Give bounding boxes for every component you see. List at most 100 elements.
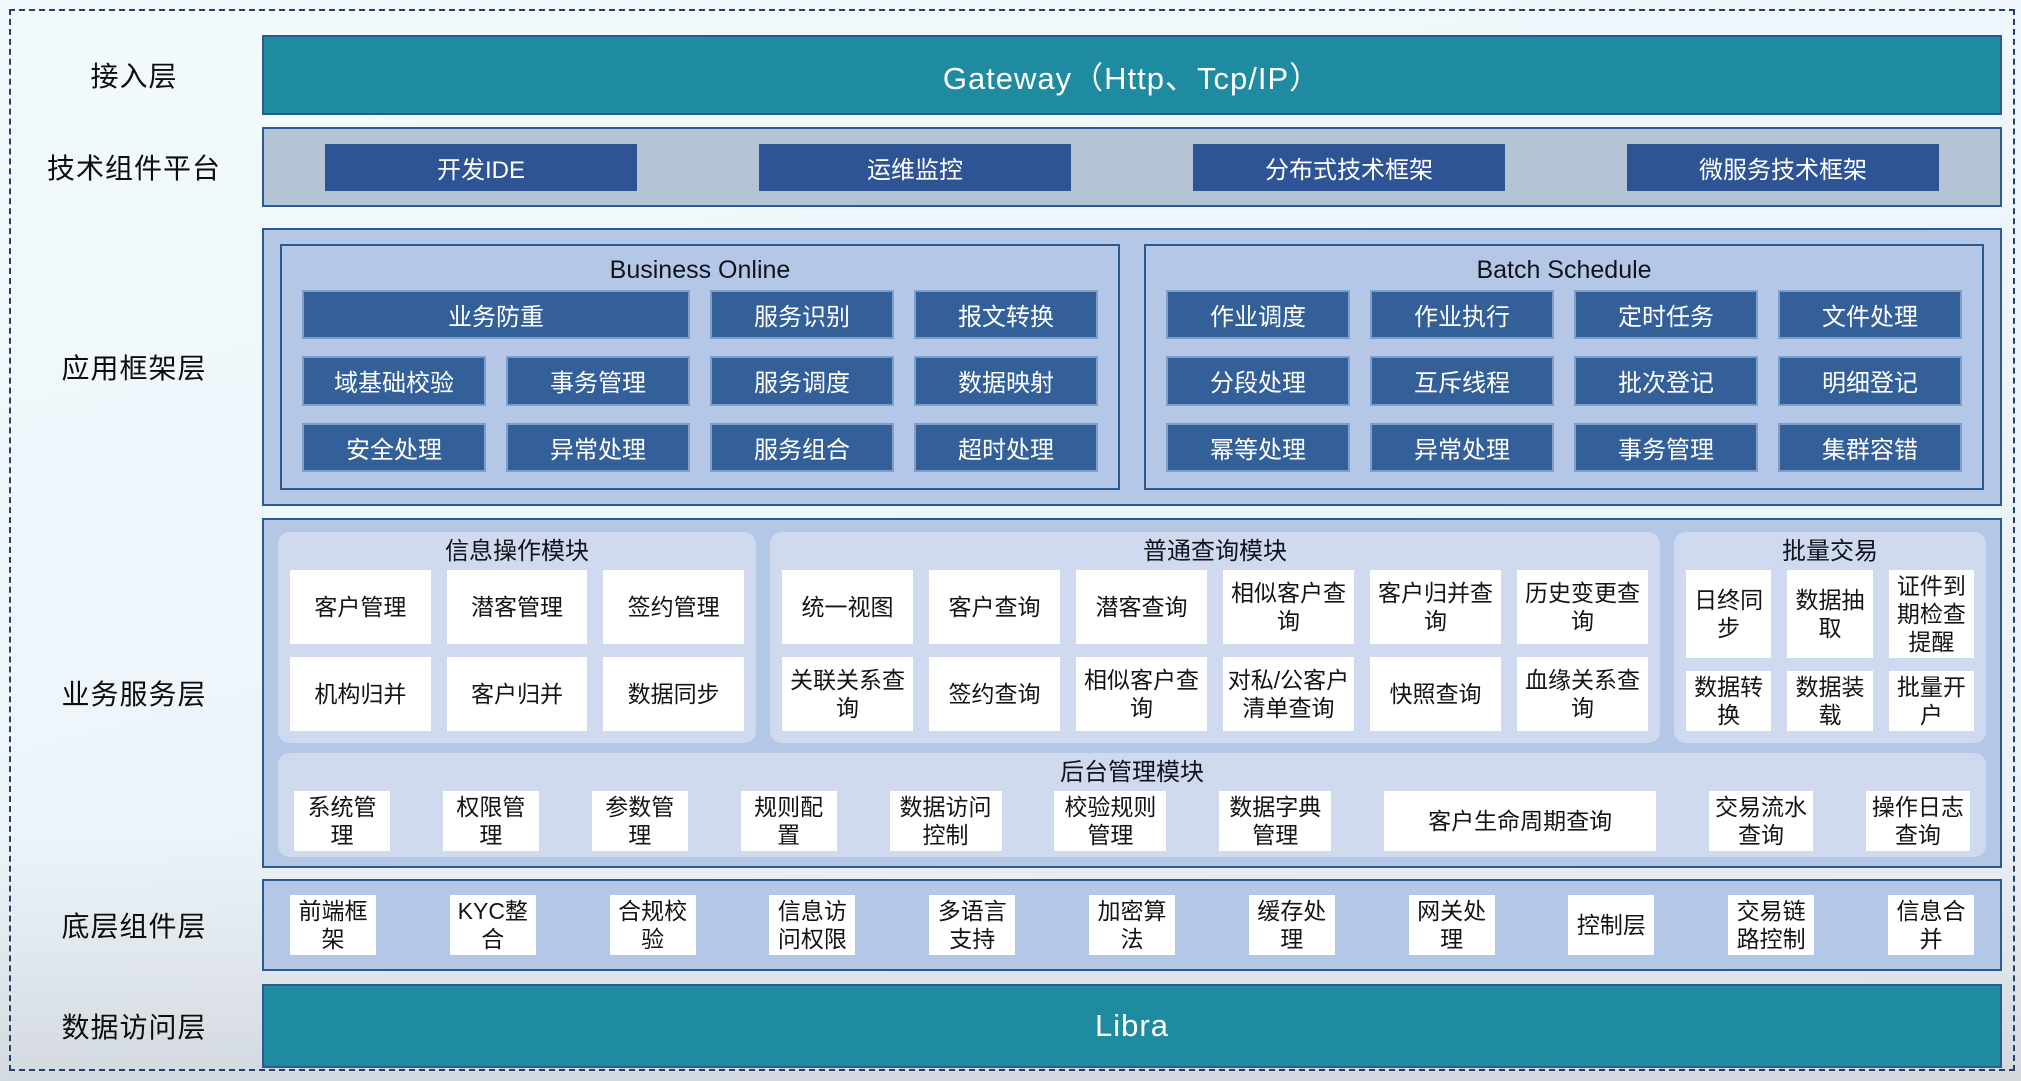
service-box: 签约查询 [929, 657, 1060, 732]
admin-module: 后台管理模块 系统管理 权限管理 参数管理 规则配置 数据访问控制 校验规则管理… [278, 753, 1986, 858]
admin-module-title: 后台管理模块 [1060, 759, 1204, 787]
admin-box: 参数管理 [591, 791, 688, 852]
service-box: 证件到期检查提醒 [1888, 570, 1974, 659]
layer-label-data: 数据访问层 [61, 1012, 207, 1043]
tech-platform-band: 开发IDE 运维监控 分布式技术框架 微服务技术框架 [262, 127, 2002, 207]
service-box: 相似客户查询 [1076, 657, 1207, 732]
service-box: 客户管理 [290, 570, 431, 645]
batch-trade-module: 批量交易 日终同步 数据抽取 证件到期检查提醒 数据转换 数据装载 批量开户 [1674, 532, 1986, 744]
service-box: 客户归并查询 [1370, 570, 1501, 645]
service-box: 潜客查询 [1076, 570, 1207, 645]
framework-box: 事务管理 [1574, 422, 1758, 472]
common-query-title: 普通查询模块 [1143, 538, 1287, 565]
base-box: 信息合并 [1887, 894, 1974, 956]
service-box: 相似客户查询 [1223, 570, 1354, 645]
framework-box: 异常处理 [506, 422, 690, 472]
service-box: 签约管理 [603, 570, 744, 645]
base-box: 合规校验 [609, 894, 696, 956]
info-operation-module: 信息操作模块 客户管理 潜客管理 签约管理 机构归并 客户归并 数据同步 [278, 532, 756, 744]
service-box: 批量开户 [1888, 671, 1974, 732]
admin-box: 系统管理 [294, 791, 390, 852]
framework-box: 批次登记 [1574, 356, 1758, 406]
service-modules-row: 信息操作模块 客户管理 潜客管理 签约管理 机构归并 客户归并 数据同步 普通查… [278, 532, 1986, 744]
admin-box: 客户生命周期查询 [1384, 791, 1657, 852]
base-box: 交易链路控制 [1728, 894, 1815, 956]
framework-box: 安全处理 [302, 422, 486, 472]
service-box: 历史变更查询 [1517, 570, 1648, 645]
info-operation-title: 信息操作模块 [445, 538, 589, 565]
layer-label-tech: 技术组件平台 [46, 153, 221, 184]
admin-items-row: 系统管理 权限管理 参数管理 规则配置 数据访问控制 校验规则管理 数据字典管理… [290, 791, 1974, 852]
dashed-border [9, 9, 2015, 1071]
business-online-grid: 业务防重 服务识别 报文转换 域基础校验 事务管理 服务调度 数据映射 安全处理… [302, 290, 1098, 472]
admin-box: 权限管理 [442, 791, 539, 852]
business-service-band: 信息操作模块 客户管理 潜客管理 签约管理 机构归并 客户归并 数据同步 普通查… [262, 518, 2002, 868]
service-box: 数据抽取 [1787, 570, 1873, 659]
framework-box: 定时任务 [1574, 290, 1758, 340]
base-box: KYC整合 [449, 894, 536, 956]
framework-box: 数据映射 [914, 356, 1098, 406]
framework-box: 明细登记 [1778, 356, 1962, 406]
base-component-band: 前端框架 KYC整合 合规校验 信息访问权限 多语言支持 加密算法 缓存处理 网… [262, 879, 2002, 971]
app-framework-band: Business Online 业务防重 服务识别 报文转换 域基础校验 事务管… [262, 228, 2002, 506]
framework-box: 作业调度 [1166, 290, 1350, 340]
libra-bar: Libra [262, 984, 2002, 1068]
layer-label-business: 业务服务层 [61, 679, 207, 710]
service-box: 日终同步 [1686, 570, 1772, 659]
framework-box: 服务调度 [710, 356, 894, 406]
business-online-group: Business Online 业务防重 服务识别 报文转换 域基础校验 事务管… [280, 244, 1120, 490]
framework-box: 业务防重 [302, 290, 690, 340]
batch-trade-title: 批量交易 [1782, 538, 1878, 565]
business-online-title: Business Online [609, 256, 791, 284]
service-box: 关联关系查询 [782, 657, 913, 732]
base-box: 信息访问权限 [769, 894, 856, 956]
service-box: 数据装载 [1787, 671, 1873, 732]
admin-box: 校验规则管理 [1054, 791, 1167, 852]
base-box: 控制层 [1568, 895, 1655, 955]
framework-box: 分段处理 [1166, 356, 1350, 406]
base-box: 缓存处理 [1248, 894, 1335, 956]
base-box: 加密算法 [1088, 894, 1175, 956]
layer-label-base: 底层组件层 [61, 911, 207, 942]
common-query-grid: 统一视图 客户查询 潜客查询 相似客户查询 客户归并查询 历史变更查询 关联关系… [782, 570, 1648, 732]
tech-item-microservice: 微服务技术框架 [1627, 143, 1939, 191]
service-box: 潜客管理 [446, 570, 588, 645]
admin-box: 规则配置 [740, 791, 837, 852]
service-box: 对私/公客户清单查询 [1223, 657, 1354, 732]
tech-item-ide: 开发IDE [325, 143, 637, 191]
tech-item-ops-monitor: 运维监控 [759, 143, 1071, 191]
admin-box: 操作日志查询 [1865, 791, 1970, 852]
framework-box: 域基础校验 [302, 356, 486, 406]
base-box: 前端框架 [290, 894, 376, 956]
service-box: 血缘关系查询 [1517, 657, 1648, 732]
framework-box: 报文转换 [914, 290, 1098, 340]
tech-item-distributed: 分布式技术框架 [1193, 143, 1505, 191]
admin-box: 数据字典管理 [1219, 791, 1332, 852]
gateway-bar: Gateway（Http、Tcp/IP） [262, 35, 2002, 115]
common-query-module: 普通查询模块 统一视图 客户查询 潜客查询 相似客户查询 客户归并查询 历史变更… [770, 532, 1660, 744]
framework-box: 服务组合 [710, 422, 894, 472]
service-box: 统一视图 [782, 570, 913, 645]
framework-box: 文件处理 [1778, 290, 1962, 340]
framework-box: 超时处理 [914, 422, 1098, 472]
admin-box: 数据访问控制 [889, 791, 1002, 852]
framework-box: 幂等处理 [1166, 422, 1350, 472]
layer-label-framework: 应用框架层 [61, 353, 207, 384]
framework-box: 服务识别 [710, 290, 894, 340]
layer-label-access: 接入层 [90, 61, 178, 92]
base-box: 多语言支持 [929, 894, 1016, 956]
service-box: 客户归并 [446, 657, 588, 732]
framework-box: 事务管理 [506, 356, 690, 406]
service-box: 客户查询 [929, 570, 1060, 645]
batch-trade-grid: 日终同步 数据抽取 证件到期检查提醒 数据转换 数据装载 批量开户 [1686, 570, 1974, 732]
batch-schedule-group: Batch Schedule 作业调度 作业执行 定时任务 文件处理 分段处理 … [1144, 244, 1984, 490]
batch-schedule-grid: 作业调度 作业执行 定时任务 文件处理 分段处理 互斥线程 批次登记 明细登记 … [1166, 290, 1962, 472]
framework-box: 作业执行 [1370, 290, 1554, 340]
admin-box: 交易流水查询 [1709, 791, 1813, 852]
framework-box: 集群容错 [1778, 422, 1962, 472]
batch-schedule-title: Batch Schedule [1476, 256, 1652, 284]
service-box: 机构归并 [290, 657, 431, 732]
framework-box: 异常处理 [1370, 422, 1554, 472]
base-box: 网关处理 [1408, 894, 1495, 956]
